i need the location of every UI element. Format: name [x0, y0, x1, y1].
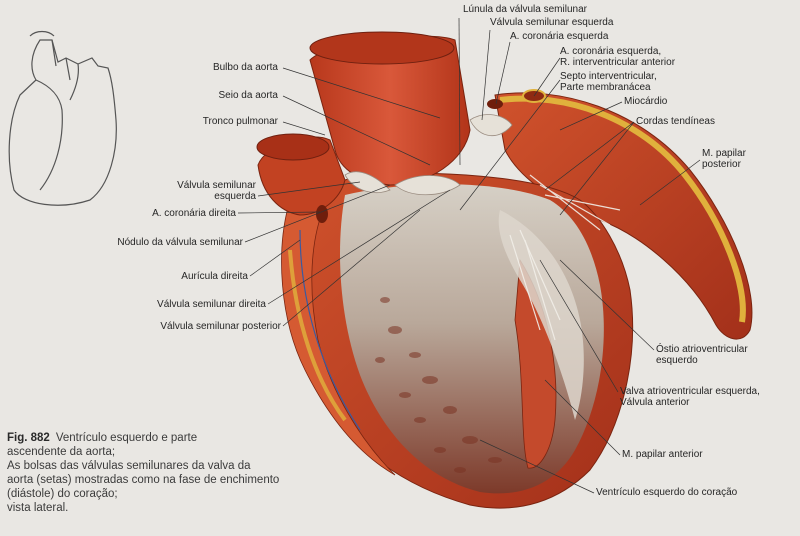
caption-line-1: Fig. 882 Ventrículo esquerdo e parte: [7, 431, 307, 445]
label-coronaria-direita: A. coronária direita: [152, 208, 236, 219]
heart-outline-icon: [8, 30, 117, 206]
vessel-line: [299, 229, 361, 431]
label-papilar-posterior: M. papilar posterior: [702, 148, 746, 170]
label-papilar-anterior: M. papilar anterior: [622, 449, 703, 460]
label-seio: Seio da aorta: [218, 90, 279, 101]
label-line: Valva atrioventricular esquerda,: [620, 386, 760, 397]
trabeculae: [375, 297, 502, 473]
label-auricula: Aurícula direita: [181, 271, 248, 282]
label-valvula-semilunar-esquerda-left: Válvula semilunar esquerda: [177, 180, 256, 202]
label-line: Septo interventricular,: [560, 71, 657, 82]
figure-caption: Fig. 882 Ventrículo esquerdo e parte asce…: [7, 431, 307, 515]
label-ventriculo: Ventrículo esquerdo do coração: [596, 487, 738, 498]
label-line: Parte membranácea: [560, 82, 651, 93]
right-auricle: [281, 199, 396, 476]
caption-line-4: aorta (setas) mostradas como na fase de …: [7, 474, 280, 486]
right-coronary-artery-section: [316, 205, 328, 223]
caption-line-5: (diástole) do coração;: [7, 488, 118, 500]
mitral-valve-leaflet: [498, 210, 584, 420]
label-lunula: Lúnula da válvula semilunar: [463, 4, 587, 15]
label-miocardio: Miocárdio: [624, 96, 668, 107]
chordae-tendineae: [509, 174, 621, 341]
figure-number: Fig. 882: [7, 432, 50, 444]
label-valvula-semilunar-direita: Válvula semilunar direita: [157, 299, 266, 310]
label-valvula-semilunar-posterior: Válvula semilunar posterior: [160, 321, 281, 332]
label-coronaria-esquerda-ramo: A. coronária esquerda, R. interventricul…: [560, 46, 675, 68]
label-line: esquerdo: [656, 355, 698, 366]
label-line: Válvula anterior: [620, 397, 690, 408]
left-coronary-ostium: [487, 99, 503, 109]
label-line: Válvula semilunar: [177, 180, 256, 191]
caption-text: Ventrículo esquerdo e parte: [55, 432, 198, 444]
label-ostio: Óstio atrioventricular esquerdo: [656, 344, 748, 366]
label-coronaria-esquerda: A. coronária esquerda: [510, 31, 609, 42]
label-bulbo: Bulbo da aorta: [212, 62, 278, 73]
caption-line-2: ascendente da aorta;: [7, 446, 116, 458]
pulmonary-opening: [256, 133, 330, 161]
myocardium-fat-band: [499, 95, 746, 323]
label-valvula-semilunar-esquerda-top: Válvula semilunar esquerda: [490, 17, 614, 28]
leader-lines: [237, 17, 701, 494]
label-cordas: Cordas tendíneas: [636, 116, 715, 127]
label-line: M. papilar: [702, 148, 746, 159]
label-valva-atrioventricular: Valva atrioventricular esquerda, Válvula…: [620, 386, 760, 408]
label-tronco: Tronco pulmonar: [202, 116, 278, 127]
label-line: posterior: [702, 159, 741, 170]
aortic-valve-cusps: [344, 114, 513, 196]
caption-line-6: vista lateral.: [7, 502, 69, 514]
caption-line-3: As bolsas das válvulas semilunares da va…: [7, 460, 251, 472]
fat-band-left: [288, 249, 347, 422]
aorta-opening: [309, 31, 455, 65]
label-line: R. interventricular anterior: [560, 57, 676, 68]
label-line: esquerda: [214, 191, 256, 202]
label-nodulo: Nódulo da válvula semilunar: [117, 237, 243, 248]
label-septo: Septo interventricular, Parte membranáce…: [560, 71, 657, 93]
label-line: A. coronária esquerda,: [560, 46, 662, 57]
label-line: Óstio atrioventricular: [656, 344, 748, 355]
